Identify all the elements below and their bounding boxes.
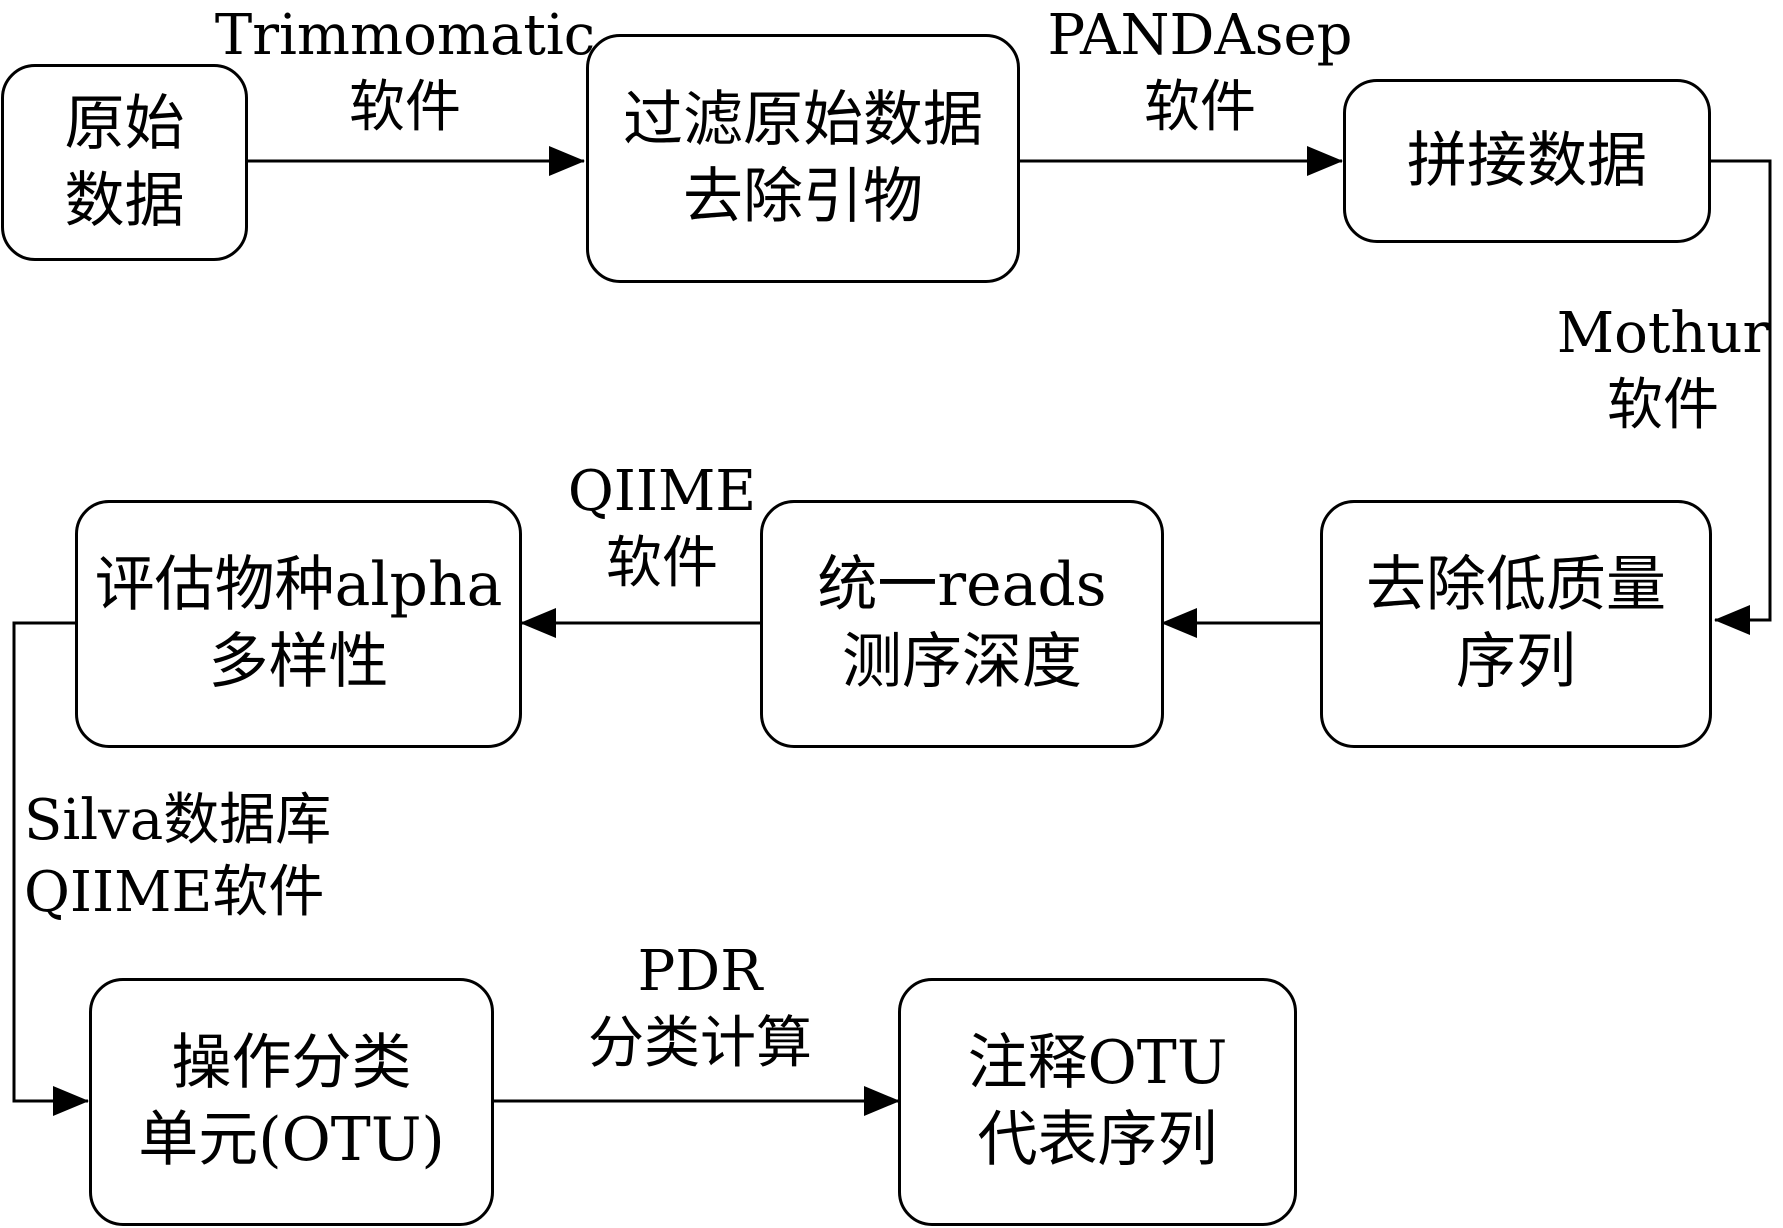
- box-raw-data: 原始 数据: [1, 64, 248, 261]
- box-remove-low-quality-line-2: 序列: [1456, 627, 1576, 697]
- label-trimmomatic-line-1: Trimmomatic: [214, 3, 596, 68]
- box-raw-data-line-1: 原始: [64, 88, 185, 159]
- label-silva-line-2: QIIME软件: [24, 859, 325, 925]
- box-otu-line-1: 操作分类: [171, 1028, 412, 1099]
- label-pandaseq: PANDAsep 软件: [1015, 0, 1385, 143]
- box-filter-raw-line-1: 过滤原始数据: [623, 84, 983, 155]
- box-normalize-depth: 统一reads 测序深度: [760, 500, 1164, 748]
- label-pandaseq-line-2: 软件: [1144, 74, 1256, 140]
- box-filter-raw: 过滤原始数据 去除引物: [586, 34, 1020, 283]
- label-trimmomatic: Trimmomatic 软件: [215, 0, 595, 143]
- label-silva-line-1: Silva数据库: [24, 788, 332, 853]
- arrow-merge-to-quality: [1709, 159, 1772, 635]
- box-raw-data-line-2: 数据: [64, 165, 185, 236]
- label-pdr-line-1: PDR: [637, 939, 763, 1004]
- label-trimmomatic-line-2: 软件: [349, 74, 461, 140]
- label-qiime: QIIME 软件: [542, 456, 782, 599]
- box-merge-line-1: 拼接数据: [1407, 125, 1647, 196]
- box-remove-low-quality: 去除低质量 序列: [1320, 500, 1712, 748]
- box-merge: 拼接数据: [1343, 79, 1711, 243]
- label-pandaseq-line-1: PANDAsep: [1047, 3, 1353, 68]
- box-filter-raw-line-2: 去除引物: [683, 161, 923, 232]
- label-qiime-line-1: QIIME: [567, 459, 757, 524]
- label-mothur-line-1: Mothur: [1556, 301, 1770, 366]
- box-annotate-otu-line-1: 注释OTU: [967, 1028, 1228, 1099]
- box-normalize-depth-line-2: 测序深度: [842, 627, 1082, 697]
- label-mothur-line-2: 软件: [1607, 372, 1719, 438]
- box-otu: 操作分类 单元(OTU): [89, 978, 494, 1226]
- box-annotate-otu: 注释OTU 代表序列: [898, 978, 1297, 1226]
- box-alpha-diversity-line-2: 多样性: [208, 627, 389, 697]
- label-mothur: Mothur 软件: [1543, 298, 1783, 441]
- label-qiime-line-2: 软件: [606, 530, 718, 596]
- label-pdr-line-2: 分类计算: [588, 1010, 812, 1076]
- box-alpha-diversity-line-1: 评估物种alpha: [94, 550, 503, 621]
- label-pdr: PDR 分类计算: [540, 936, 860, 1079]
- box-alpha-diversity: 评估物种alpha 多样性: [75, 500, 522, 748]
- box-annotate-otu-line-2: 代表序列: [977, 1105, 1218, 1175]
- box-remove-low-quality-line-1: 去除低质量: [1366, 550, 1666, 621]
- box-otu-line-2: 单元(OTU): [138, 1105, 445, 1175]
- arrow-alpha-to-otu: [12, 621, 89, 1116]
- label-silva: Silva数据库 QIIME软件: [24, 785, 444, 928]
- box-normalize-depth-line-1: 统一reads: [817, 550, 1107, 621]
